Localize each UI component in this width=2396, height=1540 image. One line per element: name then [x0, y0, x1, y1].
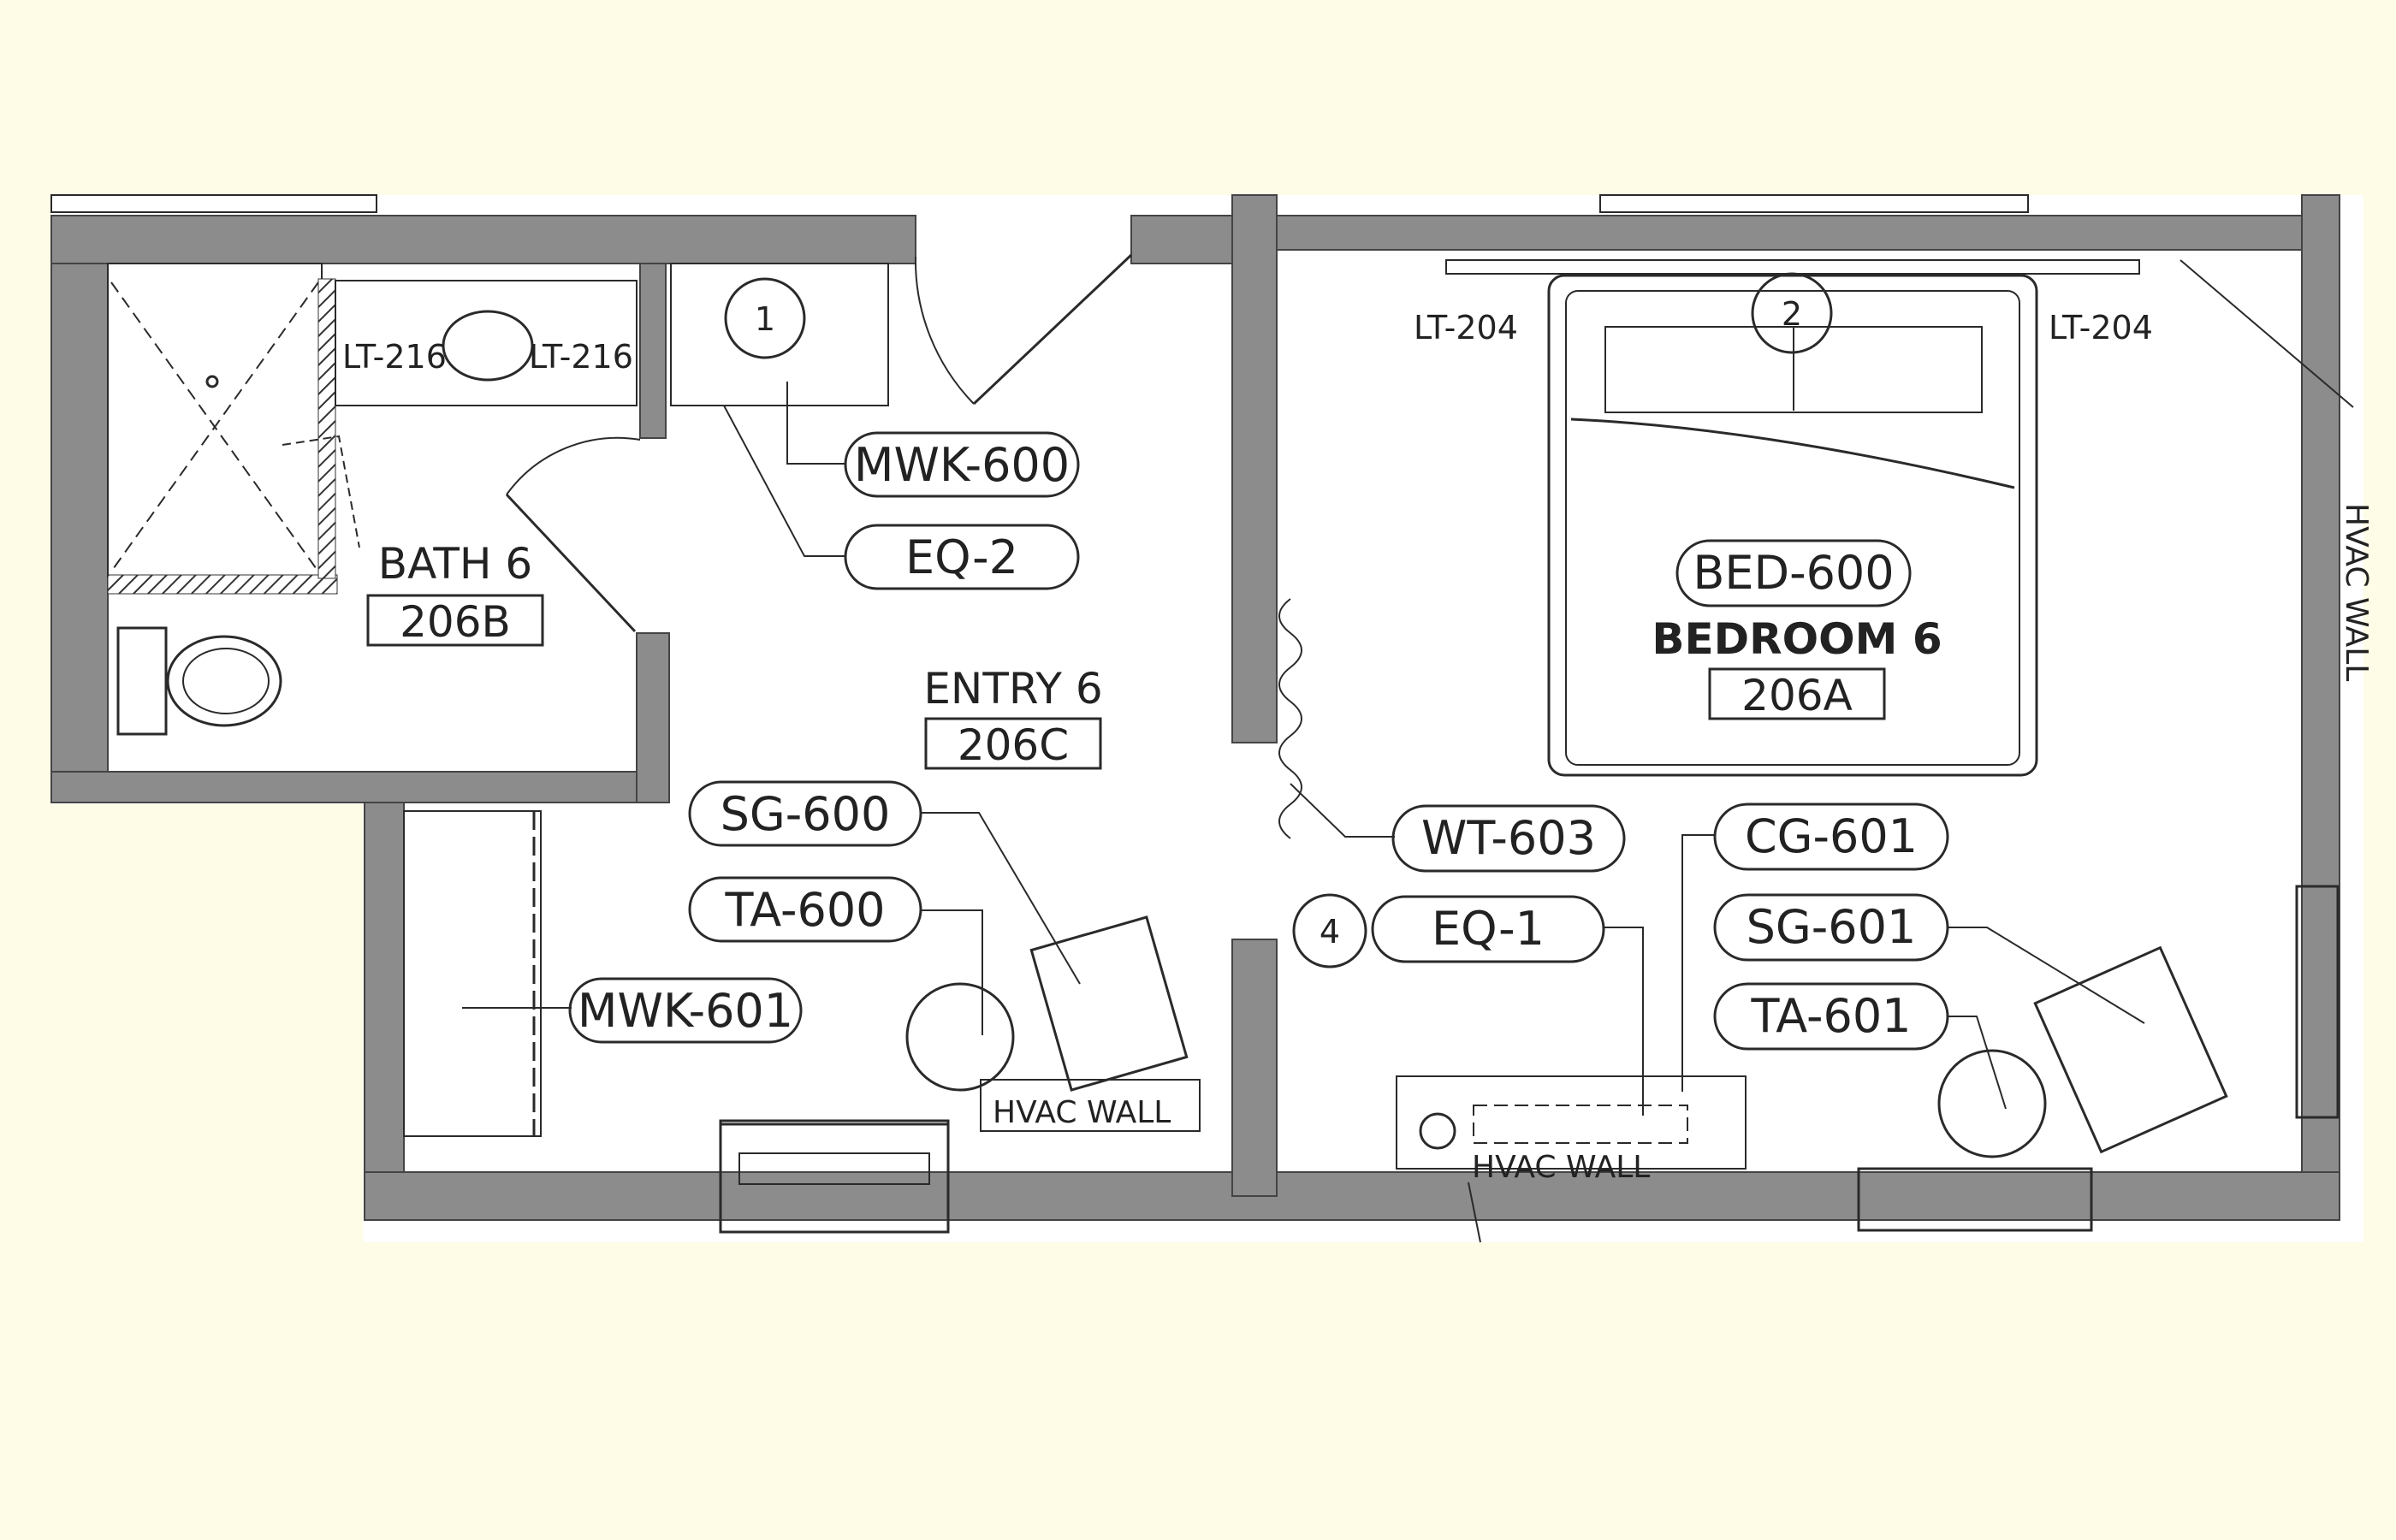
tag-eq-2[interactable]: EQ-2	[844, 524, 1080, 590]
svg-text:EQ-2: EQ-2	[905, 530, 1018, 584]
bedroom-light-right-label: LT-204	[2049, 309, 2153, 346]
svg-text:4: 4	[1320, 913, 1340, 951]
bath-light-right-label: LT-216	[529, 338, 633, 376]
svg-text:BATH 6: BATH 6	[378, 539, 532, 589]
svg-text:206A: 206A	[1741, 671, 1853, 720]
bath-door	[505, 436, 641, 633]
svg-text:2: 2	[1782, 295, 1802, 333]
svg-text:CG-601: CG-601	[1745, 809, 1918, 863]
hvac-side-label: HVAC WALL	[2339, 503, 2374, 681]
leader-lines	[462, 382, 2145, 1116]
room-label-bedroom: BEDROOM 6 206A	[1652, 614, 1942, 720]
hvac-entry-label: HVAC WALL	[993, 1095, 1171, 1130]
bedroom-fixtures	[1278, 259, 2354, 1243]
entry-window	[719, 1122, 950, 1234]
bedroom-light-left-label: LT-204	[1414, 309, 1518, 346]
tag-ta-600[interactable]: TA-600	[688, 876, 922, 943]
svg-text:206B: 206B	[400, 597, 511, 647]
callout-4: 4	[1292, 893, 1367, 968]
tag-sg-601[interactable]: SG-601	[1713, 893, 1949, 962]
svg-text:SG-600: SG-600	[721, 787, 891, 841]
tag-mwk-600[interactable]: MWK-600	[844, 431, 1080, 498]
svg-text:ENTRY 6: ENTRY 6	[923, 664, 1102, 714]
tag-bed-600[interactable]: BED-600	[1675, 539, 1912, 607]
bath-light-left-label: LT-216	[342, 338, 447, 376]
tag-eq-1[interactable]: EQ-1	[1371, 895, 1605, 963]
svg-text:1: 1	[755, 300, 775, 338]
svg-text:TA-600: TA-600	[724, 883, 885, 937]
tag-sg-600[interactable]: SG-600	[688, 780, 922, 847]
svg-text:EQ-1: EQ-1	[1432, 902, 1545, 956]
callout-2: 2	[1782, 295, 1802, 333]
tag-cg-601[interactable]: CG-601	[1713, 803, 1949, 871]
svg-text:MWK-600: MWK-600	[854, 438, 1070, 492]
svg-text:BEDROOM 6: BEDROOM 6	[1652, 614, 1942, 664]
walls	[50, 194, 2340, 1221]
plan-paper	[51, 195, 2363, 1242]
tag-mwk-601[interactable]: MWK-601	[568, 977, 803, 1044]
svg-text:SG-601: SG-601	[1747, 900, 1917, 954]
callout-1: 1	[755, 300, 775, 338]
tag-wt-603[interactable]: WT-603	[1391, 804, 1626, 873]
top-windows	[50, 194, 2029, 213]
bath-fixtures	[107, 263, 638, 736]
room-label-bath: BATH 6 206B	[366, 539, 544, 647]
room-label-entry: ENTRY 6 206C	[923, 664, 1102, 770]
hvac-bedroom-label: HVAC WALL	[1472, 1150, 1650, 1185]
svg-text:MWK-601: MWK-601	[578, 984, 793, 1038]
svg-text:TA-601: TA-601	[1750, 989, 1911, 1043]
svg-text:WT-603: WT-603	[1421, 811, 1596, 865]
tag-ta-601[interactable]: TA-601	[1713, 982, 1949, 1051]
svg-text:BED-600: BED-600	[1693, 546, 1894, 600]
svg-text:206C: 206C	[958, 720, 1069, 770]
